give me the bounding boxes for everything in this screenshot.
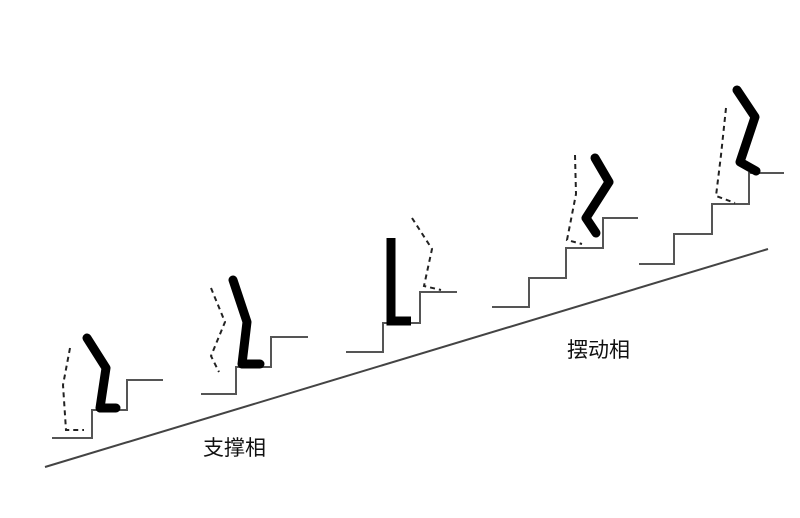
swing-leg-1 — [61, 347, 84, 431]
swing-leg-5 — [714, 107, 736, 204]
gait-figure-3 — [346, 217, 457, 353]
swing-phase-label: 摆动相 — [567, 338, 630, 362]
gait-figure-1 — [52, 333, 163, 439]
swing-leg-2 — [209, 287, 227, 373]
swing-leg-4 — [565, 154, 583, 245]
stance-leg-4 — [581, 153, 614, 238]
stance-leg-2 — [228, 275, 265, 369]
stance-leg-3 — [386, 238, 411, 326]
baseline-slope — [44, 248, 769, 468]
support-phase-label: 支撑相 — [203, 436, 266, 460]
gait-figure-4 — [492, 153, 638, 308]
stair-step-5 — [639, 172, 784, 265]
gait-figure-5 — [639, 85, 784, 265]
stair-step-4 — [492, 217, 638, 308]
gait-figure-2 — [201, 275, 308, 395]
stance-leg-5 — [732, 85, 761, 176]
stance-leg-1 — [82, 333, 121, 413]
swing-leg-3 — [411, 217, 442, 291]
